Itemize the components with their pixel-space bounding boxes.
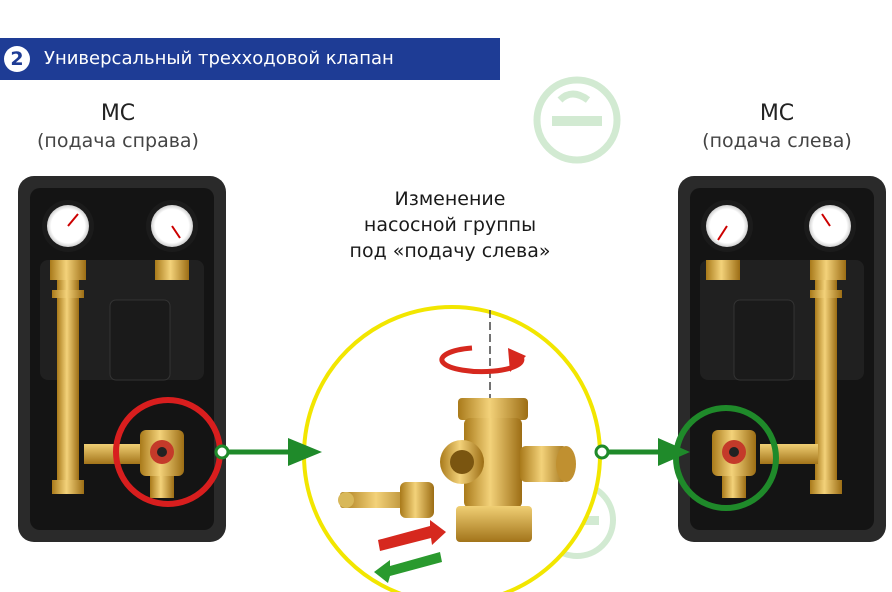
left-unit-label: МС (подача справа)	[3, 100, 233, 154]
left-unit-sublabel: (подача справа)	[37, 130, 199, 152]
section-number-badge: 2	[4, 46, 30, 72]
right-unit-name: МС	[759, 101, 795, 126]
right-pump-group	[673, 176, 886, 542]
right-unit-sublabel: (подача слева)	[702, 130, 852, 152]
left-unit-name: МС	[100, 101, 136, 126]
right-unit-label: МС (подача слева)	[662, 100, 892, 154]
caption-line-1: Изменение	[394, 188, 506, 210]
caption-line-2: насосной группы	[363, 214, 537, 236]
left-pump-group	[18, 176, 226, 542]
section-title: Универсальный трехходовой клапан	[44, 48, 394, 69]
section-banner: 2 Универсальный трехходовой клапан	[0, 38, 500, 80]
left-connector-arrow	[214, 438, 322, 466]
caption-line-3: под «подачу слева»	[349, 240, 551, 262]
right-connector-arrow	[594, 438, 690, 466]
center-valve-detail	[302, 305, 602, 592]
center-caption: Изменение насосной группы под «подачу сл…	[300, 186, 600, 264]
